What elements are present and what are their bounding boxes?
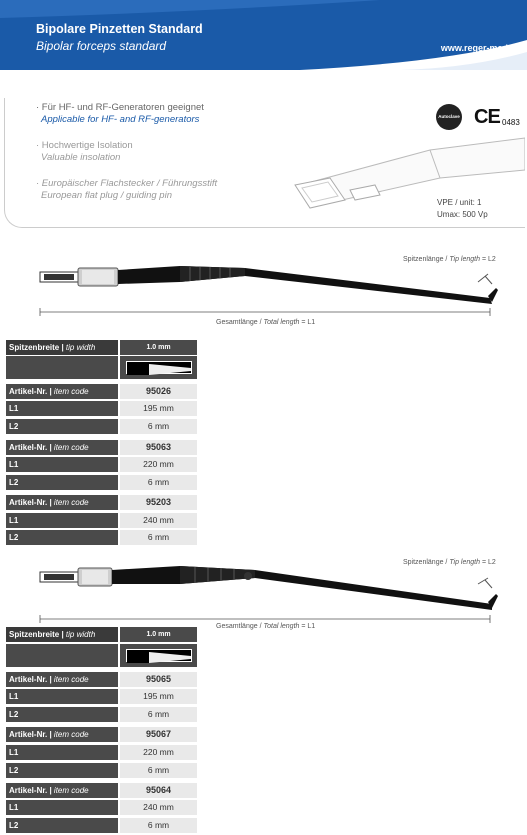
autoclave-icon: Autoclave	[436, 104, 462, 130]
feature-generators-en: Applicable for HF- and RF-generators	[41, 114, 200, 125]
pack-unit: VPE / unit: 1	[437, 198, 482, 207]
tip-image-row	[6, 644, 197, 667]
tip-width-row: Spitzenbreite | tip width 1.0 mm	[6, 340, 197, 355]
l2-row: L2 6 mm	[6, 707, 197, 722]
tip-profile-icon	[126, 361, 192, 375]
l2-row: L2 6 mm	[6, 475, 197, 490]
website-link[interactable]: www.reger-med.de	[440, 43, 521, 53]
info-box	[4, 98, 525, 228]
tip-width-value: 1.0 mm	[120, 627, 197, 642]
feature-plug-en: European flat plug / guiding pin	[41, 190, 172, 201]
tip-width-value: 1.0 mm	[120, 340, 197, 355]
total-length-label-2: Gesamtlänge / Total length = L1	[216, 623, 316, 630]
l2-row: L2 6 mm	[6, 818, 197, 833]
l1-row: L1 195 mm	[6, 689, 197, 704]
l1-row: L1 195 mm	[6, 401, 197, 416]
feature-isolation-en: Valuable insolation	[41, 152, 121, 163]
total-length-label-1: Gesamtlänge / Total length = L1	[216, 319, 316, 326]
feature-isolation-de: · Hochwertige Isolation	[36, 140, 133, 151]
pack-umax: Umax: 500 Vp	[437, 210, 488, 219]
item-code-row: Artikel-Nr. | item code 95203	[6, 495, 197, 510]
item-code-row: Artikel-Nr. | item code 95064	[6, 783, 197, 798]
item-code-value: 95063	[120, 440, 197, 455]
header-wave-graphic	[0, 0, 527, 70]
item-code-value: 95065	[120, 672, 197, 687]
l1-row: L1 220 mm	[6, 457, 197, 472]
item-code-row: Artikel-Nr. | item code 95067	[6, 727, 197, 742]
item-code-row: Artikel-Nr. | item code 95065	[6, 672, 197, 687]
l2-row: L2 6 mm	[6, 763, 197, 778]
tip-length-label-1: Spitzenlänge / Tip length = L2	[403, 256, 496, 263]
l1-row: L1 240 mm	[6, 513, 197, 528]
l2-row: L2 6 mm	[6, 530, 197, 545]
tip-width-row: Spitzenbreite | tip width 1.0 mm	[6, 627, 197, 642]
page-title: Bipolare Pinzetten Standard	[36, 22, 203, 36]
feature-plug-de: · Europäischer Flachstecker / Führungsst…	[36, 178, 218, 189]
item-code-value: 95026	[120, 384, 197, 399]
feature-generators: · Für HF- und RF-Generatoren geeignet Ap…	[36, 102, 204, 126]
tip-length-label-2: Spitzenlänge / Tip length = L2	[403, 559, 496, 566]
item-code-value: 95203	[120, 495, 197, 510]
item-code-row: Artikel-Nr. | item code 95063	[6, 440, 197, 455]
ce-mark-icon: CE	[474, 106, 501, 128]
tip-image-row	[6, 356, 197, 379]
feature-generators-de: · Für HF- und RF-Generatoren geeignet	[36, 102, 204, 113]
feature-isolation: · Hochwertige Isolation Valuable insolat…	[36, 140, 133, 164]
l1-row: L1 240 mm	[6, 800, 197, 815]
forceps-drawing-1	[39, 266, 498, 316]
item-code-value: 95067	[120, 727, 197, 742]
forceps-drawing-2	[39, 566, 498, 623]
l1-row: L1 220 mm	[6, 745, 197, 760]
tip-profile-icon	[126, 649, 192, 663]
item-code-value: 95064	[120, 783, 197, 798]
page-header: Bipolare Pinzetten Standard Bipolar forc…	[0, 0, 527, 70]
ce-number: 0483	[502, 118, 520, 127]
page-subtitle: Bipolar forceps standard	[36, 39, 167, 53]
item-code-row: Artikel-Nr. | item code 95026	[6, 384, 197, 399]
flat-plug-illustration	[294, 137, 525, 209]
l2-row: L2 6 mm	[6, 419, 197, 434]
feature-plug: · Europäischer Flachstecker / Führungsst…	[36, 178, 217, 202]
